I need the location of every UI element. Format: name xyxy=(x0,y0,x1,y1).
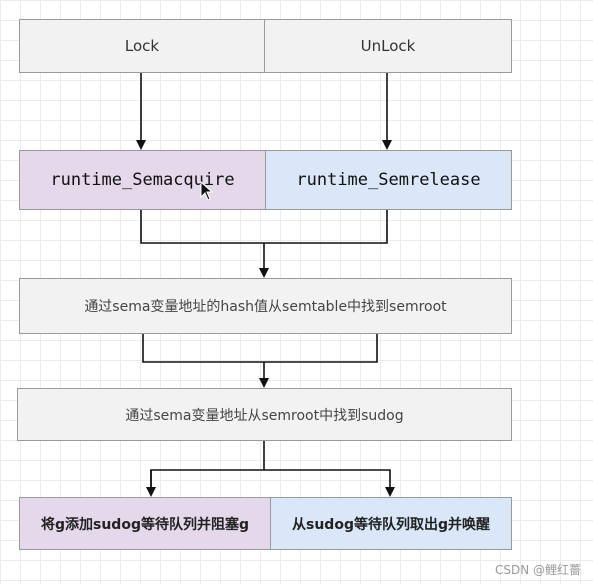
find-semroot-box: 通过sema变量地址的hash值从semtable中找到semroot xyxy=(19,278,512,334)
semrelease-box: runtime_Semrelease xyxy=(265,150,512,210)
find-semroot-label: 通过sema变量地址的hash值从semtable中找到semroot xyxy=(84,299,447,315)
dequeue-wake-box: 从sudog等待队列取出g并唤醒 xyxy=(270,497,512,550)
unlock-label: UnLock xyxy=(360,37,416,55)
merge-connector-2 xyxy=(142,334,378,363)
merge-connector-1 xyxy=(140,210,388,244)
csdn-watermark: CSDN @鲤红薔 xyxy=(494,563,581,577)
find-sudog-label: 通过sema变量地址从semroot中找到sudog xyxy=(125,407,404,424)
lock-label: Lock xyxy=(124,37,160,55)
semacquire-label: runtime_Semacquire xyxy=(50,170,235,190)
unlock-box: UnLock xyxy=(264,19,512,73)
enqueue-block-box: 将g添加sudog等待队列并阻塞g xyxy=(19,497,271,550)
mouse-cursor-icon xyxy=(200,181,214,201)
enqueue-block-label: 将g添加sudog等待队列并阻塞g xyxy=(40,516,249,533)
dequeue-wake-label: 从sudog等待队列取出g并唤醒 xyxy=(292,516,490,533)
lock-box: Lock xyxy=(19,19,265,73)
split-connector xyxy=(150,469,395,497)
semrelease-label: runtime_Semrelease xyxy=(296,170,481,190)
find-sudog-box: 通过sema变量地址从semroot中找到sudog xyxy=(17,388,512,441)
semacquire-box: runtime_Semacquire xyxy=(19,150,266,210)
